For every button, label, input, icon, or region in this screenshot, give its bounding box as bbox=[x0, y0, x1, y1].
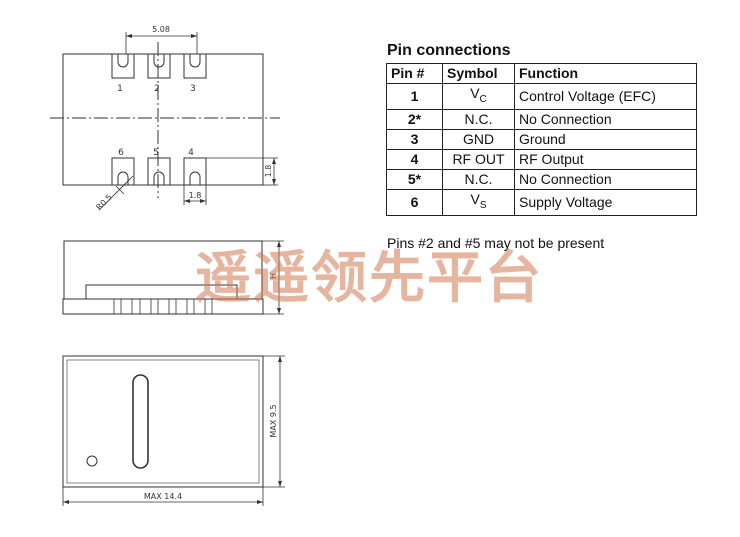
pin-label-3: 3 bbox=[190, 84, 196, 94]
pin-label-6: 6 bbox=[118, 148, 124, 158]
symbol-cell: GND bbox=[442, 128, 515, 150]
pin-note: Pins #2 and #5 may not be present bbox=[387, 235, 605, 251]
pin-cell: 5* bbox=[386, 168, 443, 190]
header-symbol: Symbol bbox=[442, 63, 515, 84]
pin-connections-title: Pin connections bbox=[387, 42, 511, 59]
side-view-cover bbox=[63, 240, 263, 300]
symbol-subscript: C bbox=[479, 93, 487, 105]
radius-leader-line bbox=[98, 175, 134, 211]
max-height-label: MAX 9.5 bbox=[269, 404, 278, 437]
pitch-label: 5.08 bbox=[152, 25, 170, 34]
function-cell: RF Output bbox=[514, 148, 697, 170]
symbol-text: N.C. bbox=[464, 170, 493, 187]
pin-label-5: 5 bbox=[153, 148, 159, 158]
pin-cell: 4 bbox=[386, 148, 443, 170]
pin-connections-table: Pin # Symbol Function 1 VC Control Volta… bbox=[386, 63, 697, 216]
table-row: 6 VS Supply Voltage bbox=[386, 188, 697, 216]
table-header-row: Pin # Symbol Function bbox=[386, 63, 697, 84]
side-view-pins bbox=[113, 299, 213, 314]
max-width-label: MAX 14.4 bbox=[144, 492, 182, 501]
pin-label-4: 4 bbox=[188, 148, 194, 158]
header-pin: Pin # bbox=[386, 63, 443, 84]
pad-height-label: 1.8 bbox=[264, 165, 273, 178]
pad-width-label: 1.8 bbox=[189, 191, 202, 200]
bottom-view-body bbox=[62, 355, 264, 488]
pin-cell: 6 bbox=[386, 188, 443, 216]
table-row: 2* N.C. No Connection bbox=[386, 108, 697, 130]
table-row: 3 GND Ground bbox=[386, 128, 697, 150]
top-view-body bbox=[62, 53, 264, 186]
symbol-text: V bbox=[470, 190, 480, 207]
bottom-view-slot bbox=[132, 374, 149, 469]
pin-cell: 2* bbox=[386, 108, 443, 130]
function-cell: Control Voltage (EFC) bbox=[514, 83, 697, 110]
symbol-text: GND bbox=[462, 130, 495, 147]
table-row: 4 RF OUT RF Output bbox=[386, 148, 697, 170]
function-cell: No Connection bbox=[514, 168, 697, 190]
pin-label-1: 1 bbox=[117, 84, 123, 94]
table-row: 1 VC Control Voltage (EFC) bbox=[386, 83, 697, 110]
symbol-text: RF OUT bbox=[452, 150, 505, 167]
symbol-cell: VC bbox=[442, 83, 515, 110]
symbol-text: V bbox=[470, 85, 480, 101]
side-view-board bbox=[85, 284, 238, 300]
pin1-marker-circle bbox=[86, 455, 98, 467]
pin-cell: 3 bbox=[386, 128, 443, 150]
top-pads bbox=[111, 54, 207, 79]
header-function: Function bbox=[514, 63, 697, 84]
pin-cell: 1 bbox=[386, 83, 443, 110]
symbol-cell: VS bbox=[442, 188, 515, 216]
function-cell: No Connection bbox=[514, 108, 697, 130]
height-label: H bbox=[269, 273, 278, 279]
function-cell: Ground bbox=[514, 128, 697, 150]
side-view-base bbox=[62, 298, 264, 315]
symbol-cell: N.C. bbox=[442, 108, 515, 130]
symbol-subscript: S bbox=[479, 199, 487, 211]
table-row: 5* N.C. No Connection bbox=[386, 168, 697, 190]
bottom-view-inner bbox=[66, 359, 260, 484]
function-cell: Supply Voltage bbox=[514, 188, 697, 216]
pin-label-2: 2 bbox=[154, 84, 160, 94]
symbol-cell: N.C. bbox=[442, 168, 515, 190]
bottom-pads bbox=[111, 157, 207, 185]
radius-label: R0.5 bbox=[95, 193, 114, 212]
symbol-text: N.C. bbox=[464, 110, 493, 127]
symbol-cell: RF OUT bbox=[442, 148, 515, 170]
